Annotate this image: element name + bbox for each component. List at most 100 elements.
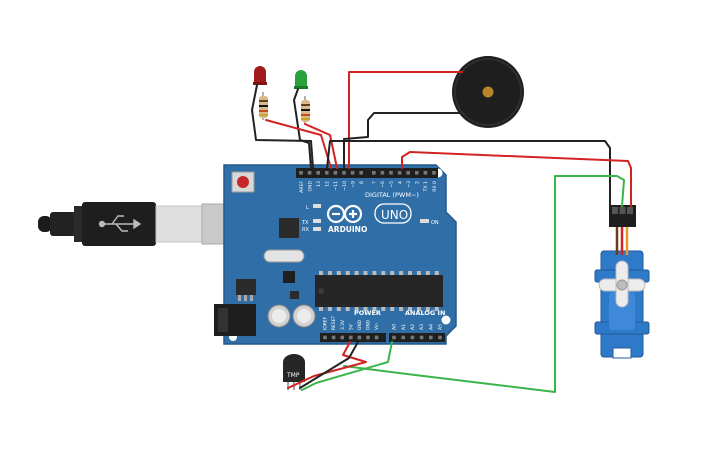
l-led — [313, 204, 321, 208]
top-pin-label: 12 — [325, 181, 331, 187]
analog-header[interactable] — [389, 333, 445, 342]
piezo-buzzer — [452, 56, 524, 128]
top-pin-label: 4 — [397, 181, 403, 184]
icsp-header — [283, 271, 295, 283]
l-label: L — [306, 205, 309, 211]
arduino-logo-icon — [326, 204, 363, 224]
analog-pin-hole[interactable] — [438, 335, 442, 340]
analog-pin-label: A2 — [410, 324, 416, 330]
green-led — [294, 70, 308, 89]
wire-black — [326, 140, 611, 207]
header-pin-hole[interactable] — [333, 171, 338, 175]
servo-horn — [598, 260, 646, 308]
power-pin-hole[interactable] — [340, 335, 344, 340]
header-pin-hole[interactable] — [415, 171, 419, 175]
wire-black — [251, 84, 314, 169]
digital-header[interactable] — [296, 168, 438, 178]
digital-label: DIGITAL (PWM~) — [365, 191, 419, 199]
rx-label: RX — [302, 227, 309, 233]
top-pin-label: ~10 — [342, 181, 348, 191]
analog-pin-hole[interactable] — [429, 335, 433, 340]
small-component — [290, 291, 299, 299]
power-pin-label: GND — [357, 319, 363, 330]
analog-pin-label: A1 — [401, 324, 407, 330]
power-pin-label: GND — [366, 319, 372, 330]
analog-pin-label: A0 — [392, 324, 398, 330]
servo-motor — [594, 205, 650, 359]
tx-label: TX — [301, 220, 309, 226]
top-pin-label: RX 0 — [432, 181, 438, 192]
power-pin-hole[interactable] — [357, 335, 362, 340]
tx-led — [313, 219, 321, 223]
header-pin-hole[interactable] — [342, 171, 346, 175]
header-pin-hole[interactable] — [380, 171, 385, 175]
power-pin-label: IOREF — [323, 316, 329, 330]
resistor — [301, 96, 310, 124]
top-pin-label: 7 — [372, 181, 378, 184]
top-pin-label: ~9 — [350, 181, 356, 188]
power-pin-label: Vin — [374, 323, 380, 330]
wires — [251, 71, 632, 393]
power-header[interactable] — [320, 333, 386, 342]
header-pin-hole[interactable] — [372, 171, 376, 175]
wire-green — [343, 175, 625, 393]
header-pin-hole[interactable] — [316, 171, 320, 175]
top-pin-label: TX 1 — [423, 181, 429, 192]
analog-pin-label: A3 — [419, 324, 425, 330]
analog-pin-label: A4 — [428, 324, 434, 330]
header-pin-hole[interactable] — [406, 171, 410, 175]
header-pin-hole[interactable] — [423, 171, 428, 175]
analog-pin-hole[interactable] — [401, 335, 405, 340]
brand-label: ARDUINO — [328, 225, 367, 234]
top-pin-label: GND — [307, 181, 313, 192]
on-label: ON — [431, 220, 439, 226]
resistor — [259, 92, 268, 120]
top-pin-label: 2 — [415, 181, 421, 184]
rx-led — [313, 227, 321, 231]
power-pin-hole[interactable] — [323, 335, 327, 340]
capacitor — [267, 304, 291, 328]
header-pin-hole[interactable] — [397, 171, 402, 175]
power-pin-hole[interactable] — [349, 335, 353, 340]
header-pin-hole[interactable] — [359, 171, 363, 175]
crystal — [263, 249, 305, 263]
sensor-label: TMP — [286, 372, 300, 379]
wire-red — [401, 151, 632, 207]
top-pin-label: 8 — [359, 181, 365, 184]
reset-button[interactable] — [231, 171, 255, 193]
wire-red — [304, 123, 338, 169]
power-pin-hole[interactable] — [366, 335, 370, 340]
top-pin-label: ~3 — [406, 181, 412, 188]
top-pin-label: ~11 — [333, 181, 339, 191]
on-led — [420, 219, 429, 223]
red-led — [253, 66, 267, 85]
analog-pin-label: A5 — [438, 324, 444, 330]
analog-pin-hole[interactable] — [410, 335, 415, 340]
analog-pin-hole[interactable] — [419, 335, 424, 340]
header-pin-hole[interactable] — [389, 171, 393, 175]
power-pin-hole[interactable] — [331, 335, 336, 340]
header-pin-hole[interactable] — [325, 171, 329, 175]
wire-black — [343, 112, 461, 169]
usb-cable — [38, 202, 241, 246]
header-pin-hole[interactable] — [307, 171, 312, 175]
header-pin-hole[interactable] — [350, 171, 355, 175]
capacitor — [292, 304, 316, 328]
power-pin-hole[interactable] — [374, 335, 379, 340]
power-label: POWER — [354, 309, 381, 317]
power-pin-label: 5V — [348, 324, 354, 330]
top-pin-label: 13 — [316, 181, 322, 187]
usb-chip — [279, 218, 299, 238]
analog-pin-hole[interactable] — [392, 335, 396, 340]
mounting-hole — [441, 315, 451, 325]
top-pin-label: ~6 — [380, 181, 386, 188]
power-pin-label: RESET — [331, 316, 337, 330]
wire-red — [287, 341, 367, 389]
wire-black — [299, 341, 359, 389]
header-pin-hole[interactable] — [299, 171, 303, 175]
top-pin-label: ~5 — [389, 181, 395, 188]
header-pin-hole[interactable] — [432, 171, 436, 175]
power-pin-label: 3.3V — [340, 320, 346, 330]
